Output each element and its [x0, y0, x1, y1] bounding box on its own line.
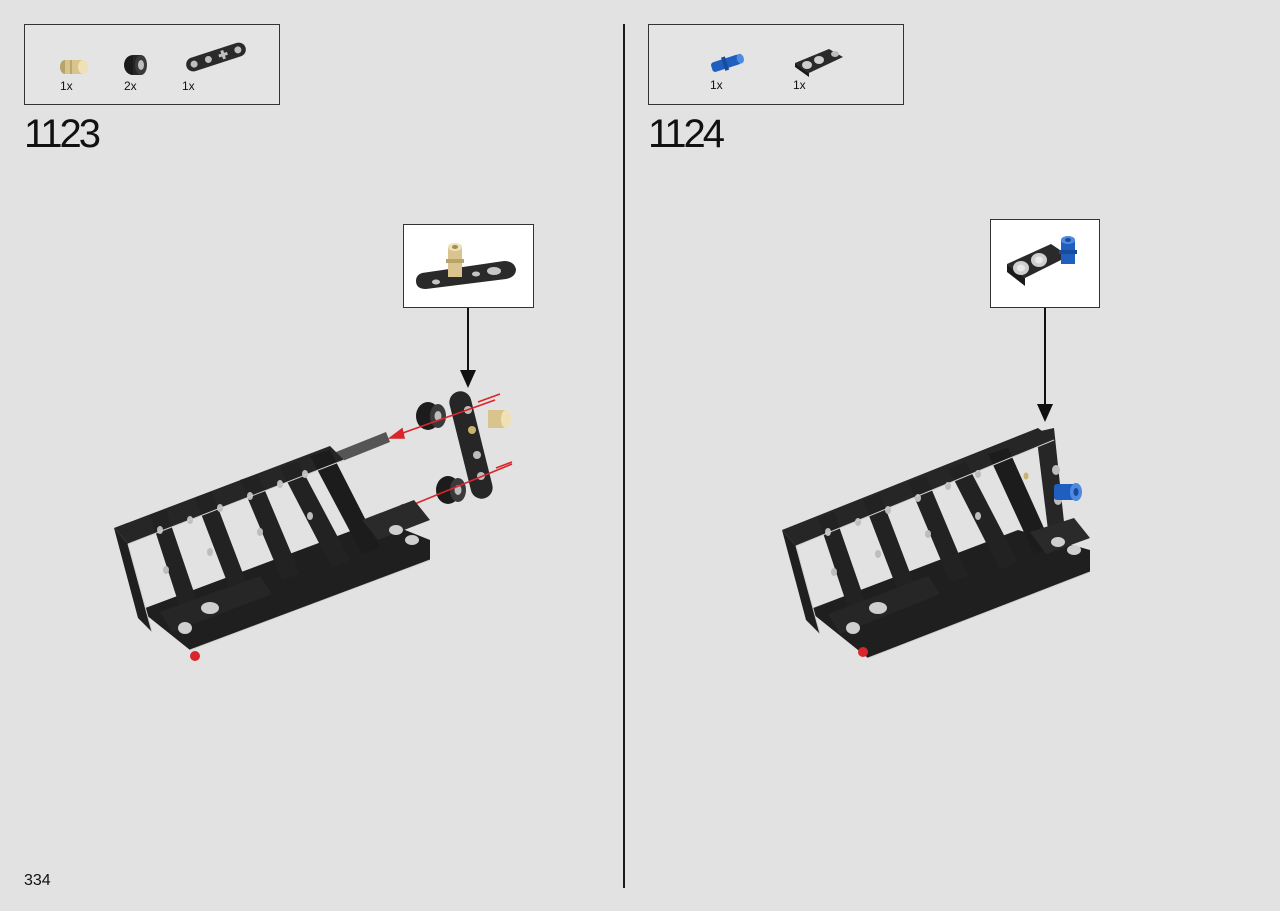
down-arrow-icon [460, 308, 476, 388]
blue-pin-icon [711, 53, 744, 72]
black-thin-beam-icon [186, 42, 246, 72]
parts-list-step-1124: 1x 1x [648, 24, 904, 105]
exploded-bush-top [416, 402, 446, 430]
tan-axle-pin-icon [60, 60, 88, 74]
page-number: 334 [24, 872, 51, 889]
part-quantity: 1x [60, 79, 73, 93]
model-assembly-1123 [114, 391, 513, 661]
part-quantity: 1x [710, 78, 723, 92]
step-number-1124: 1124 [648, 112, 725, 156]
frame [782, 428, 1091, 659]
blue-pin-installed [1054, 483, 1082, 501]
frame [114, 446, 431, 661]
parts-list-step-1123: 1x 2x 1x [24, 24, 280, 105]
black-connector-beam-icon [795, 49, 843, 77]
part-quantity: 1x [793, 78, 806, 92]
beam-with-pin-icon [416, 243, 516, 289]
model-assembly-1124 [782, 428, 1091, 659]
sub-assembly-callout-1124 [990, 219, 1100, 308]
black-bush-icon [124, 55, 147, 75]
part-quantity: 2x [124, 79, 137, 93]
part-quantity: 1x [182, 79, 195, 93]
exploded-bush-bottom [436, 476, 466, 504]
page-divider [623, 24, 625, 888]
down-arrow-icon [1037, 308, 1053, 422]
exploded-pin [488, 410, 511, 428]
sub-assembly-callout-1123 [403, 224, 534, 308]
step-number-1123: 1123 [24, 112, 101, 156]
